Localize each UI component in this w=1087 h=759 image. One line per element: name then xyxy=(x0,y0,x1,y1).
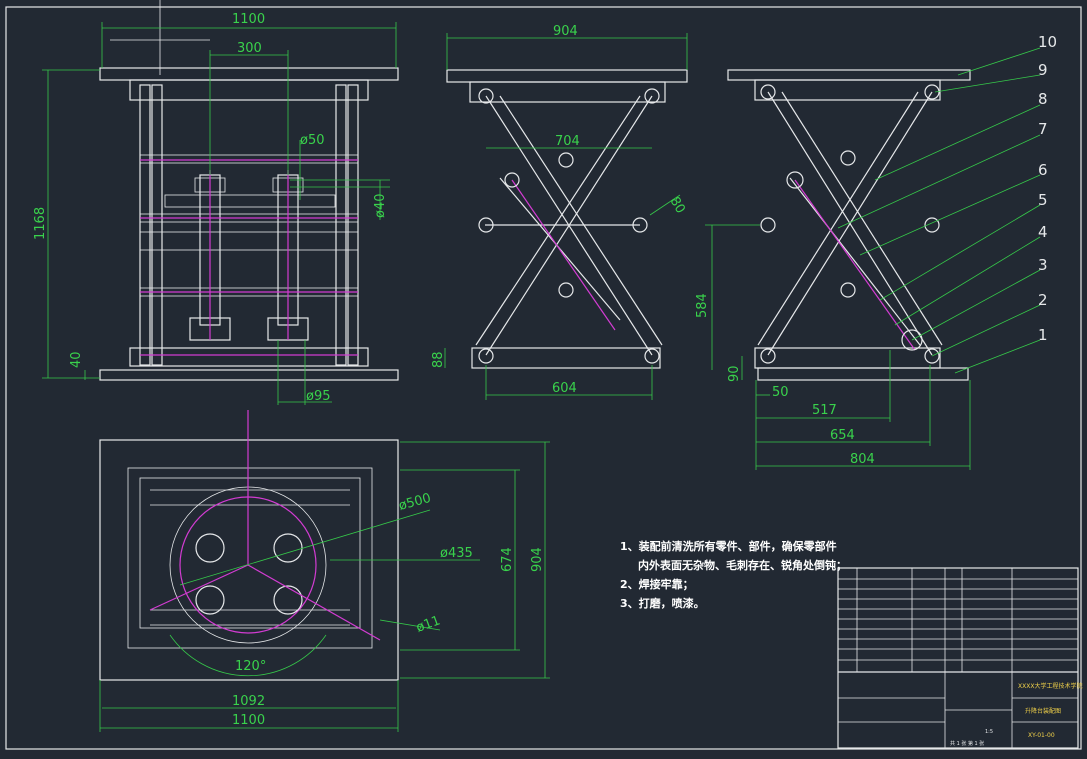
company-name: XXXX大学工程技术学院 xyxy=(1018,682,1082,690)
dim-phi435: ø435 xyxy=(440,546,473,561)
note-line-2: 内外表面无杂物、毛刺存在、锐角处倒钝； xyxy=(638,558,847,572)
dim-904-plan: 904 xyxy=(530,547,545,572)
note-line-1: 1、装配前清洗所有零件、部件，确保零部件 xyxy=(620,539,837,553)
note-line-4: 3、打磨，喷漆。 xyxy=(620,596,705,610)
dim-phi11: ø11 xyxy=(414,613,442,635)
note-line-3: 2、焊接牢靠； xyxy=(620,577,694,591)
dim-704: 704 xyxy=(555,134,580,149)
dim-50: 50 xyxy=(772,385,789,400)
dim-80: 80 xyxy=(667,195,688,217)
balloon-1: 1 xyxy=(1038,326,1048,344)
dim-604: 604 xyxy=(552,381,577,396)
technical-notes: 1、装配前清洗所有零件、部件，确保零部件 内外表面无杂物、毛刺存在、锐角处倒钝；… xyxy=(620,539,847,610)
drawing-border xyxy=(5,6,1082,750)
dim-300: 300 xyxy=(237,41,262,56)
dim-88: 88 xyxy=(431,351,446,368)
balloon-7: 7 xyxy=(1038,120,1048,138)
dim-phi40: ø40 xyxy=(373,194,388,219)
plan-view: ø500 ø435 674 904 ø11 120° 1092 1100 xyxy=(99,410,550,732)
dim-90: 90 xyxy=(727,365,742,382)
balloon-2: 2 xyxy=(1038,291,1048,309)
title-block: XXXX大学工程技术学院 升降台装配图 XY-01-00 1:5 共 1 张 第… xyxy=(837,567,1082,749)
dim-654: 654 xyxy=(830,428,855,443)
dim-phi50: ø50 xyxy=(300,133,325,148)
dim-1092: 1092 xyxy=(232,694,265,709)
side-view: 904 704 80 88 604 xyxy=(431,24,688,400)
dim-120deg: 120° xyxy=(235,659,266,674)
drawing-scale: 1:5 xyxy=(985,729,993,735)
balloon-3: 3 xyxy=(1038,256,1048,274)
dim-584: 584 xyxy=(695,293,710,318)
dim-1168: 1168 xyxy=(33,207,48,240)
dim-517: 517 xyxy=(812,403,837,418)
right-view: 584 90 50 517 654 804 10 9 8 7 6 5 4 3 2… xyxy=(695,33,1057,470)
balloon-8: 8 xyxy=(1038,90,1048,108)
dim-674: 674 xyxy=(500,547,515,572)
dim-904-side: 904 xyxy=(553,24,578,39)
sheet-count: 共 1 张 第 1 张 xyxy=(950,740,984,747)
dim-1100-plan: 1100 xyxy=(232,713,265,728)
drawing-title: 升降台装配图 xyxy=(1025,707,1061,715)
drawing-number: XY-01-00 xyxy=(1028,732,1055,739)
dim-804: 804 xyxy=(850,452,875,467)
balloon-6: 6 xyxy=(1038,161,1048,179)
dim-1100-front: 1100 xyxy=(232,12,265,27)
balloon-9: 9 xyxy=(1038,61,1048,79)
dim-phi95: ø95 xyxy=(306,389,331,404)
balloon-10: 10 xyxy=(1038,33,1057,51)
dim-40: 40 xyxy=(69,351,84,368)
balloon-5: 5 xyxy=(1038,191,1048,209)
balloon-4: 4 xyxy=(1038,223,1048,241)
front-view: 1100 300 ø50 ø40 1168 40 ø95 xyxy=(33,0,399,405)
